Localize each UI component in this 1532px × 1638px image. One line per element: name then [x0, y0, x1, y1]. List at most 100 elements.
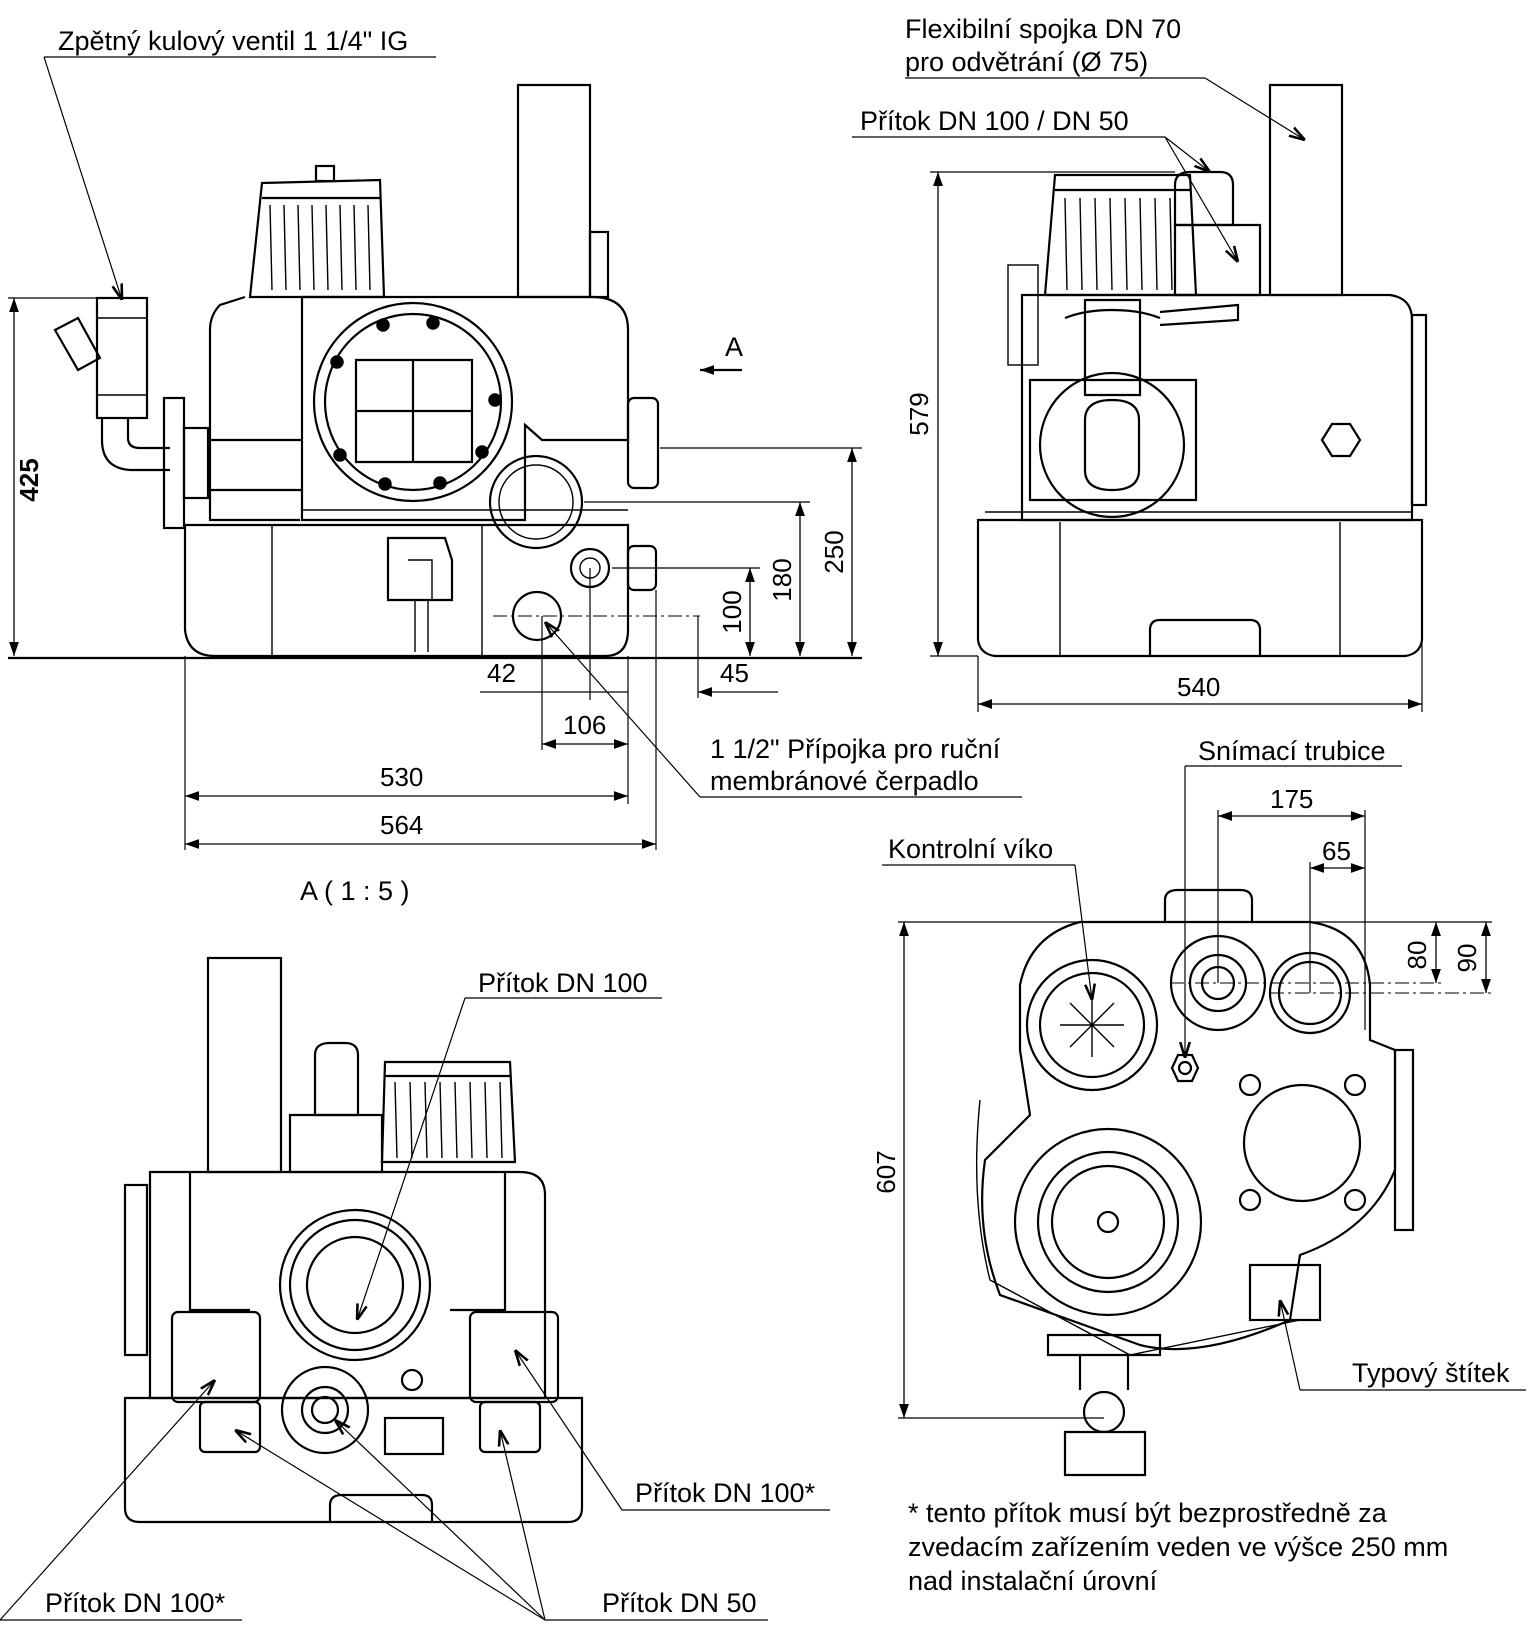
label-ball-valve: Zpětný kulový ventil 1 1/4" IG: [58, 26, 408, 56]
side-inlet-stub: [1173, 170, 1235, 227]
view-a-port-dn100: [278, 1208, 432, 1362]
leader-ball-valve: [43, 56, 122, 300]
leader-flex-coupling: [1204, 77, 1305, 140]
label-flex-coupling-1: Flexibilní spojka DN 70: [905, 14, 1181, 44]
top-motor-cap: [1050, 1164, 1166, 1280]
dim-579: 579: [904, 392, 934, 435]
front-base-tank: [183, 523, 630, 658]
side-inlet-body: [1173, 223, 1262, 297]
top-pressure-pipe: [1078, 1355, 1130, 1390]
view-arrow-label: A: [725, 332, 743, 362]
front-vent-pipe: [516, 83, 592, 299]
side-view: 579 540 Flexibilní spojka DN 70 pro odvě…: [852, 14, 1428, 712]
dim-45: 45: [720, 658, 749, 688]
front-drain-handle: [386, 536, 454, 602]
view-a-port-left-socket: [198, 1400, 262, 1454]
view-a-plate: [383, 1416, 445, 1456]
dim-90: 90: [1452, 944, 1482, 973]
top-sensing-tube-nut: [1170, 1053, 1200, 1083]
top-inspection-port: [1242, 1083, 1362, 1203]
label-inlet-dn100: Přítok DN 100: [478, 968, 648, 998]
pressure-pipe: [208, 438, 302, 492]
leader-type-plate: [1280, 1300, 1301, 1391]
side-vent-pipe: [1268, 83, 1344, 297]
top-motor-shaft: [1096, 1210, 1120, 1234]
label-inlet-top: Přítok DN 100 / DN 50: [860, 106, 1129, 136]
front-vent-socket: [588, 230, 610, 299]
side-flange: [1410, 313, 1428, 507]
label-flex-coupling-2: pro odvětrání (Ø 75): [905, 47, 1148, 77]
note-line-1: * tento přítok musí být bezprostředně za: [908, 1498, 1388, 1528]
side-pump-flange: [1038, 371, 1186, 519]
pressure-flange: [162, 396, 186, 530]
front-side-port-upper: [626, 396, 660, 490]
front-port-large: [488, 454, 584, 550]
front-drain-detail: [408, 559, 433, 652]
dim-106: 106: [563, 710, 606, 740]
top-housing: [981, 920, 1397, 1351]
front-cover-bolt: [433, 476, 447, 490]
view-a-port-dn100-ring: [288, 1218, 422, 1352]
view-a-port-dn50: [280, 1365, 370, 1455]
label-type-plate: Typový štítek: [1352, 1358, 1510, 1388]
leader-inlet-dn50-2: [235, 1430, 546, 1621]
top-control-cover-ribs: [1060, 993, 1124, 1057]
ball-valve-elbow: [100, 418, 170, 472]
view-a-motor: [380, 1060, 517, 1164]
side-valve: [1083, 398, 1141, 492]
view-a-port-dn50-ring: [300, 1385, 350, 1435]
dim-425: 425: [14, 458, 44, 501]
dim-607: 607: [871, 1150, 901, 1193]
front-port-large-inner: [498, 464, 574, 540]
front-view: 425 250 180 100 45 42 106 530 564 A Zpět…: [8, 26, 1022, 850]
top-control-cover-inner: [1038, 971, 1146, 1079]
top-bolt-1: [1238, 1073, 1262, 1097]
view-a-inlet-stub: [313, 1041, 360, 1117]
label-inlet-dn100-star-right: Přítok DN 100*: [635, 1478, 816, 1508]
top-ball-valve: [1082, 1390, 1126, 1434]
top-motor-ring: [1036, 1150, 1180, 1294]
dim-530: 530: [380, 762, 423, 792]
top-pressure-flange: [1046, 1333, 1162, 1357]
leader-inlet-dn100-star-right: [515, 1350, 623, 1511]
leader-inlet-dn50-3: [500, 1430, 546, 1621]
top-handle: [1163, 888, 1254, 922]
front-inspection-cover: [312, 301, 514, 503]
view-a-arrow-mark: [400, 1368, 424, 1392]
view-a-title: A ( 1 : 5 ): [300, 876, 410, 906]
pressure-flange-collar: [182, 426, 210, 500]
top-flange: [1393, 1048, 1415, 1232]
view-a-port-right-socket: [478, 1400, 542, 1454]
top-view: 607 175 65 80 90 Snímací trubice Kontrol…: [871, 736, 1526, 1596]
top-sensing-tube: [1177, 1060, 1193, 1076]
leader-inlet-dn100: [357, 997, 466, 1320]
side-valve-riser: [1064, 298, 1161, 397]
dim-65: 65: [1322, 836, 1351, 866]
front-cover-bolt: [376, 318, 390, 332]
view-a-vent-pipe: [206, 956, 283, 1174]
label-inlet-dn50: Přítok DN 50: [602, 1588, 757, 1618]
front-cable: [208, 295, 300, 522]
dim-80: 80: [1402, 941, 1432, 970]
dim-42: 42: [487, 658, 516, 688]
dim-540: 540: [1177, 672, 1220, 702]
view-a-port-left: [170, 1310, 262, 1404]
side-bracket: [1007, 264, 1039, 366]
dim-250: 250: [819, 530, 849, 573]
front-cover-bolts: [330, 316, 502, 491]
top-bolt-4: [1343, 1188, 1367, 1212]
front-cover-bolt: [330, 355, 344, 369]
top-housing-rim: [975, 1099, 1301, 1356]
leader-hand-pump: [545, 622, 701, 798]
view-a: A ( 1 : 5 ) Přítok DN 100 Přítok DN 100*…: [0, 876, 830, 1621]
view-a-port-dn50-bore: [310, 1395, 340, 1425]
front-motor-cap: [314, 164, 336, 183]
front-cover-bolt: [378, 477, 392, 491]
top-bolt-2: [1343, 1073, 1367, 1097]
label-control-cover: Kontrolní víko: [888, 834, 1053, 864]
front-cover-bolt: [488, 393, 502, 407]
side-housing: [1020, 293, 1414, 522]
side-motor: [1043, 173, 1198, 297]
side-base-tank: [976, 518, 1424, 658]
